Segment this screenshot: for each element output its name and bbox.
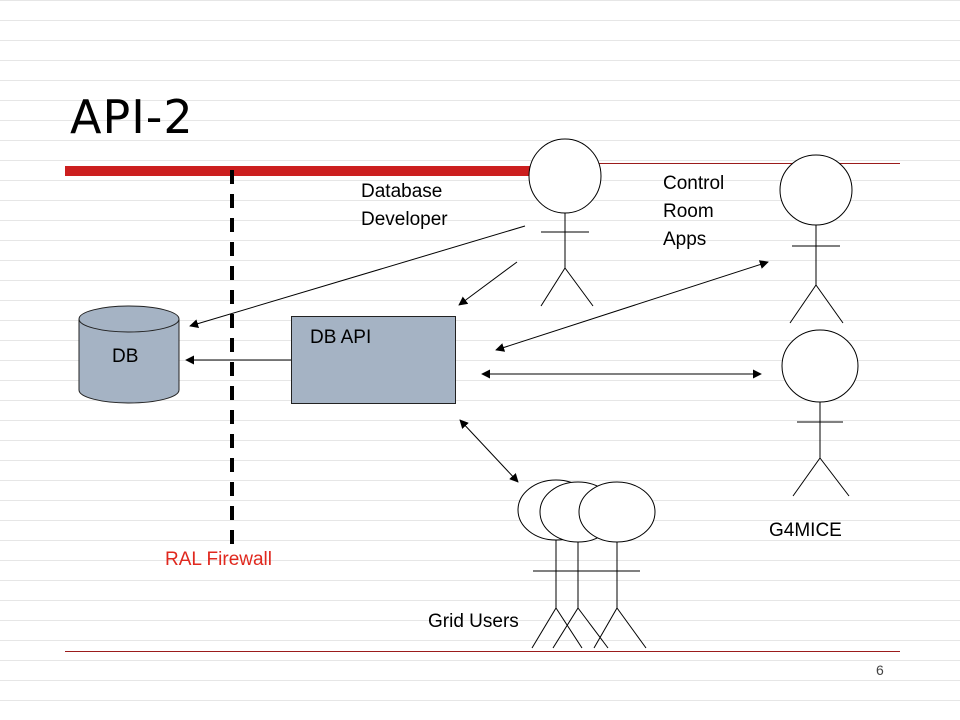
- title-rule: [553, 163, 900, 164]
- slide-title: API-2: [70, 90, 194, 144]
- arrow-dbapi-controlroom: [495, 260, 769, 352]
- ral-firewall-label: RAL Firewall: [165, 549, 272, 570]
- db-api-box: DB API: [291, 316, 456, 404]
- database-developer-label: Database Developer: [361, 181, 448, 230]
- database-developer-actor: [528, 138, 602, 307]
- grid-users-actors: [517, 479, 656, 649]
- db-label: DB: [112, 346, 139, 367]
- footer-rule: [65, 651, 900, 652]
- g4mice-label: G4MICE: [769, 520, 842, 541]
- title-accent-bar: [65, 166, 553, 176]
- control-room-apps-actor: [779, 154, 853, 324]
- db-cylinder: [78, 305, 180, 404]
- arrow-developer-to-db: [189, 225, 526, 328]
- db-api-label: DB API: [310, 327, 372, 348]
- arrow-dbapi-gridusers: [459, 419, 519, 483]
- grid-users-label: Grid Users: [428, 611, 519, 632]
- g4mice-actor: [781, 329, 859, 497]
- arrow-developer-to-dbapi: [458, 261, 518, 306]
- page-number: 6: [876, 662, 884, 678]
- grid-user-3: [578, 481, 656, 649]
- control-room-apps-label: Control Room Apps: [663, 173, 725, 250]
